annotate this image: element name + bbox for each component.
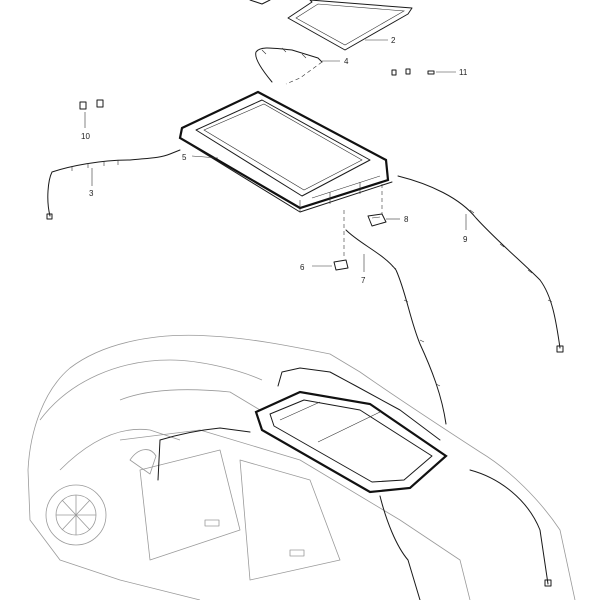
sunroof-motor-part xyxy=(367,213,387,227)
callout-label-4: 4 xyxy=(344,57,349,66)
callout-label-3: 3 xyxy=(89,189,94,198)
callout-label-5: 5 xyxy=(182,153,187,162)
installed-sunroof xyxy=(254,390,448,494)
front-drain-cable-part xyxy=(255,47,323,85)
left-drain-cable-part xyxy=(46,149,181,220)
callout-label-2: 2 xyxy=(391,36,396,45)
vehicle-outline xyxy=(27,334,576,600)
bolt-set-part xyxy=(79,99,104,110)
callout-label-6: 6 xyxy=(300,263,305,272)
right-drain-cable-part xyxy=(397,175,564,353)
callout-label-9: 9 xyxy=(463,235,468,244)
sunroof-frame-part xyxy=(178,90,393,213)
rear-drain-cable-part xyxy=(345,229,447,425)
rear-bracket-part xyxy=(333,259,349,271)
front-wheel xyxy=(45,484,107,546)
glass-panel-part xyxy=(249,0,413,51)
callout-label-10: 10 xyxy=(81,132,90,141)
clip-set-part xyxy=(391,68,435,76)
callout-label-8: 8 xyxy=(404,215,409,224)
callout-label-7: 7 xyxy=(361,276,366,285)
callout-label-11: 11 xyxy=(459,68,468,77)
leader-line-5 xyxy=(191,155,219,159)
installed-cables xyxy=(157,367,552,600)
